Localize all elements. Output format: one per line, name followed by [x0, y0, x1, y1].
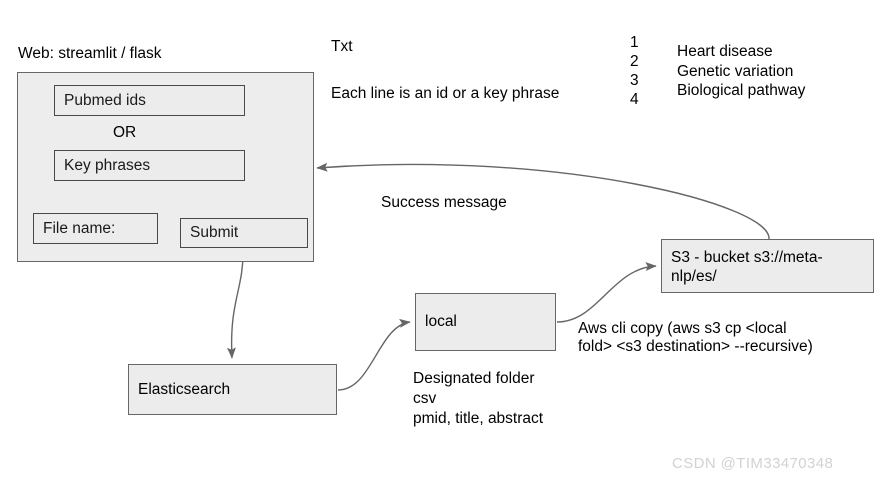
- file-preview-line: Genetic variation: [677, 62, 794, 80]
- line-number: 3: [630, 72, 639, 89]
- local-notes: Designated folder csv pmid, title, abstr…: [413, 370, 544, 428]
- or-label: OR: [113, 124, 137, 141]
- edge-elasticsearch-to-local: [337, 318, 411, 391]
- edge-local-to-s3: [556, 262, 657, 323]
- node-s3-label: S3 - bucket s3://meta-nlp/es/: [671, 249, 823, 286]
- file-preview-lines: Heart disease Genetic variation Biologic…: [677, 42, 805, 101]
- pubmed-ids-input[interactable]: Pubmed ids: [54, 85, 245, 116]
- file-preview-line-numbers: 1 2 3 4: [630, 33, 639, 109]
- line-number: 4: [630, 91, 639, 108]
- node-local: local: [415, 293, 556, 351]
- web-panel-caption: Web: streamlit / flask: [18, 45, 162, 62]
- edge-label-aws-cli: Aws cli copy (aws s3 cp <local fold> <s3…: [578, 320, 813, 355]
- node-elasticsearch-label: Elasticsearch: [138, 381, 231, 398]
- file-preview-line: Biological pathway: [677, 82, 806, 99]
- line-number: 1: [630, 34, 639, 51]
- node-elasticsearch: Elasticsearch: [128, 364, 337, 415]
- txt-description: Each line is an id or a key phrase: [331, 85, 560, 102]
- txt-title: Txt: [331, 38, 353, 55]
- line-number: 2: [630, 53, 639, 70]
- node-s3: S3 - bucket s3://meta-nlp/es/: [661, 239, 874, 293]
- node-local-label: local: [425, 313, 457, 330]
- file-name-input[interactable]: File name:: [33, 213, 158, 244]
- edge-label-success-message: Success message: [381, 194, 507, 211]
- file-preview-line: Heart disease: [677, 43, 773, 60]
- key-phrases-input[interactable]: Key phrases: [54, 150, 245, 181]
- submit-button[interactable]: Submit: [180, 218, 308, 248]
- edge-submit-to-elasticsearch: [226, 247, 244, 359]
- csdn-watermark: CSDN @TIM33470348: [672, 455, 834, 472]
